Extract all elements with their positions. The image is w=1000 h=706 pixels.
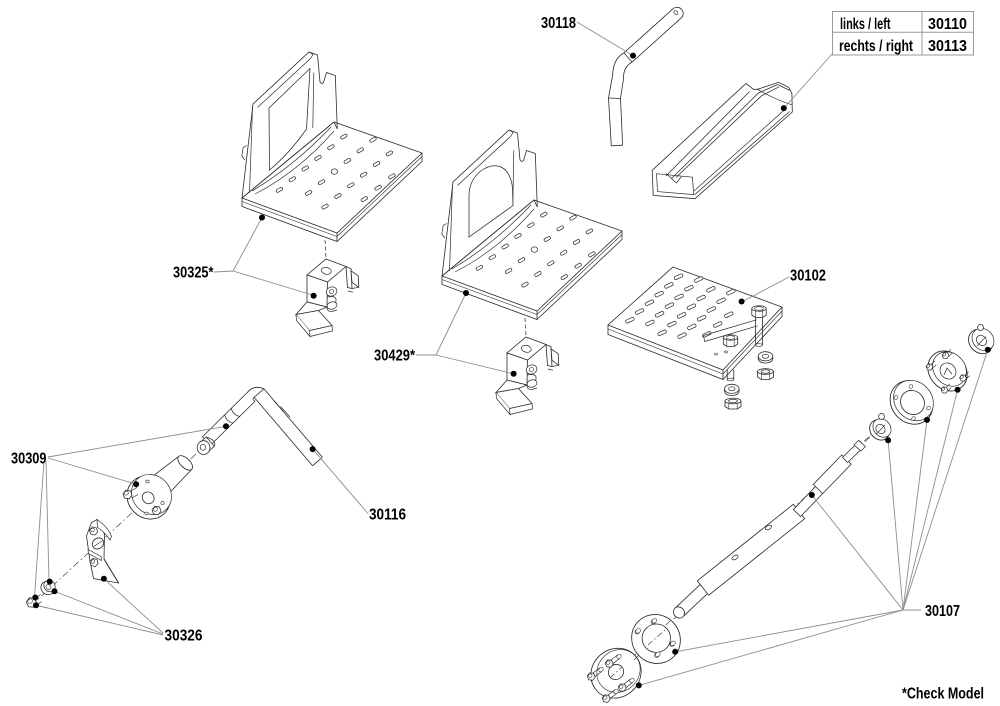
svg-text:30309: 30309 [11, 451, 47, 468]
svg-text:30116: 30116 [369, 507, 406, 524]
svg-text:30113: 30113 [928, 38, 967, 55]
svg-text:rechts / right: rechts / right [839, 38, 914, 55]
svg-text:30118: 30118 [541, 15, 576, 32]
svg-text:30107: 30107 [925, 603, 960, 620]
svg-text:links / left: links / left [840, 16, 891, 33]
svg-text:30325*: 30325* [173, 265, 214, 282]
svg-text:30326: 30326 [165, 628, 203, 645]
svg-text:30429*: 30429* [374, 348, 416, 365]
svg-text:*Check Model: *Check Model [902, 686, 984, 703]
svg-text:30102: 30102 [790, 268, 826, 285]
svg-text:30110: 30110 [928, 16, 967, 33]
